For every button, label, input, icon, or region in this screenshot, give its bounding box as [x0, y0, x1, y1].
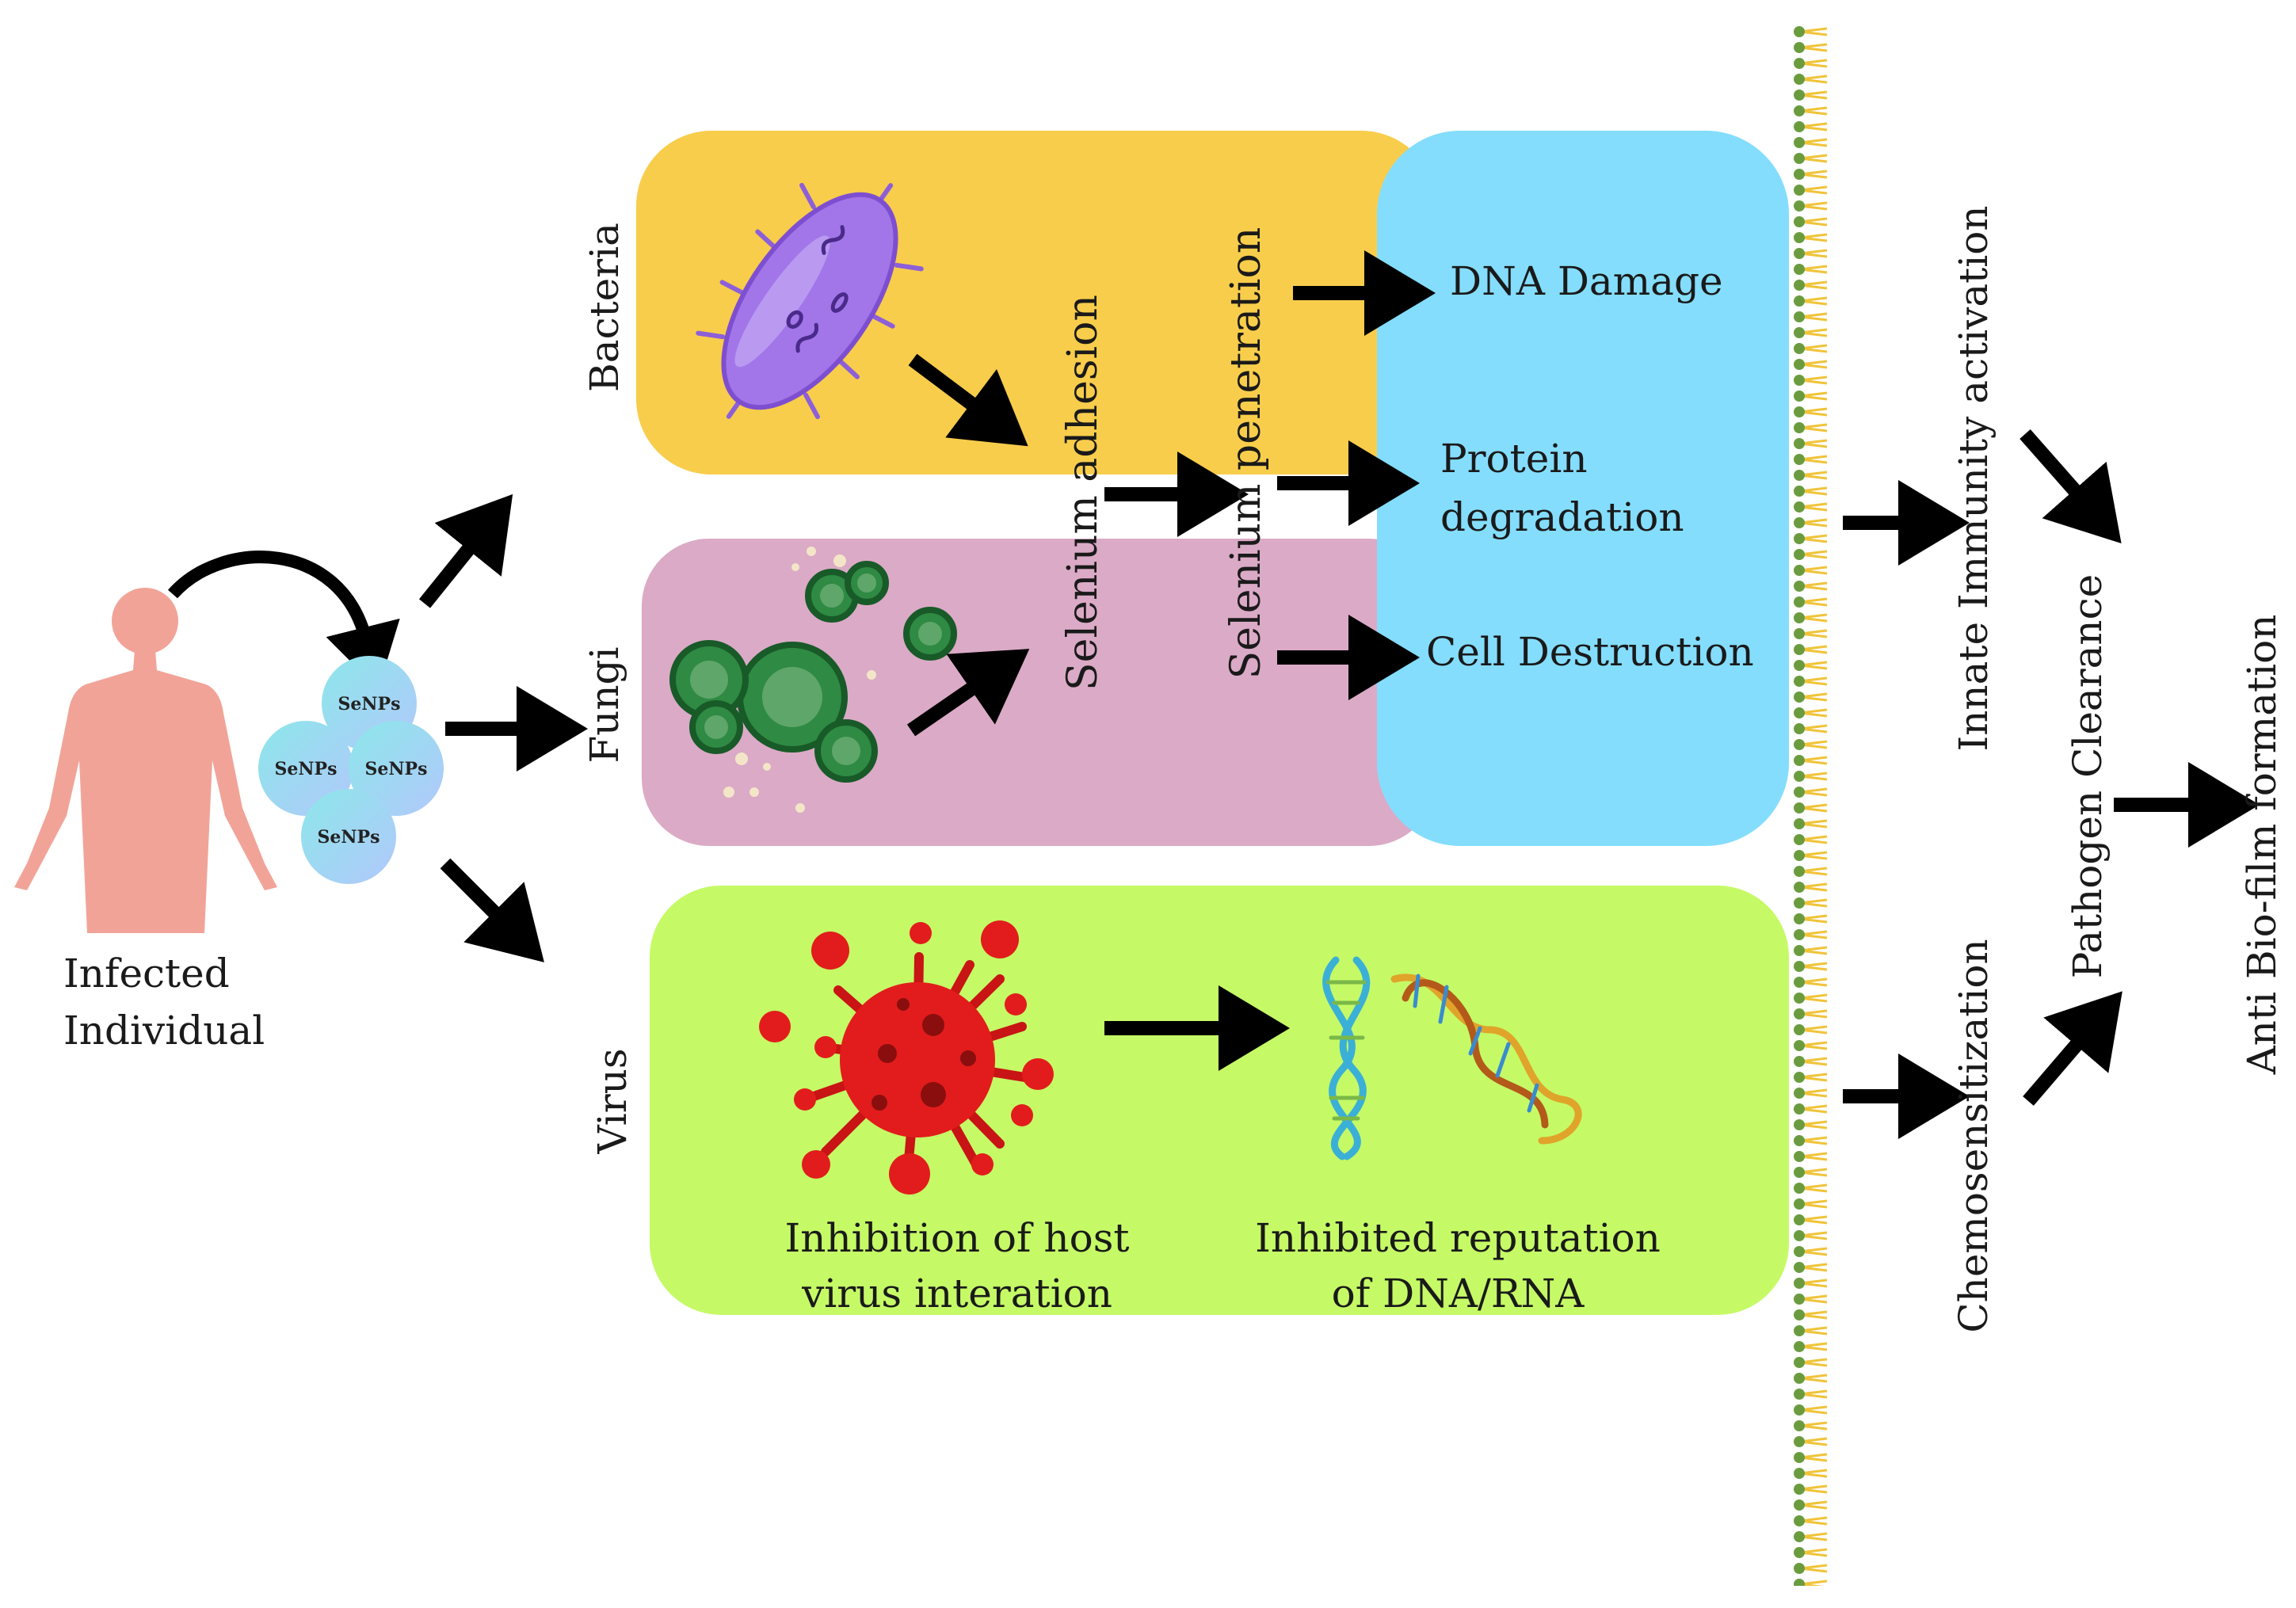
pathogen-clearance-label: Pathogen Clearance [2065, 574, 2111, 978]
anti-biofilm-label: Anti Bio-film formation [2239, 615, 2285, 1076]
dna-helix-icon [1322, 956, 1371, 1160]
protein-label-line1: Protein [1440, 436, 1588, 482]
arrow-to-virus [440, 858, 544, 962]
dna-damage-label: DNA Damage [1450, 258, 1723, 304]
nanoparticle-label: SeNPs [338, 694, 401, 714]
bacteria-label: Bacteria [582, 223, 627, 392]
selenium-penetration-label: Selenium penetration [1222, 227, 1270, 680]
dna-helix-icon [1390, 974, 1582, 1145]
arrow-bacteria-adhesion [908, 353, 1028, 447]
protein-label-line2: degradation [1440, 494, 1684, 540]
bacterium-icon [696, 182, 924, 420]
virus-label: Virus [589, 1049, 635, 1155]
innate-immunity-label: Innate Immunity activation [1951, 205, 1997, 751]
chemosensitization-label: Chemosensitization [1951, 939, 1997, 1332]
person-label-line2: Individual [63, 1008, 265, 1054]
nanoparticle-icon [349, 721, 444, 816]
nanoparticle-icon [301, 789, 396, 884]
fungus-icon [669, 561, 957, 783]
spore-dots [723, 547, 876, 813]
host-interaction-label-line2: virus interation [801, 1271, 1112, 1317]
human-figure-icon [14, 588, 277, 933]
fungi-label: Fungi [582, 646, 627, 763]
replication-label-line1: Inhibited reputation [1255, 1215, 1661, 1261]
cell-destruction-label: Cell Destruction [1426, 629, 1754, 675]
mechanism-panel [1377, 131, 1789, 846]
arrow-chemo-to-clearance [2023, 991, 2122, 1106]
nanoparticle-label: SeNPs [365, 759, 428, 779]
nanoparticle-label: SeNPs [318, 827, 380, 848]
arrow-fungi-adhesion [906, 649, 1030, 737]
person-label-line1: Infected [63, 951, 230, 996]
cell-membrane-icon [1792, 24, 1833, 1586]
arrow-to-bacteria [418, 493, 513, 608]
nanoparticle-label: SeNPs [275, 759, 338, 779]
host-interaction-label-line1: Inhibition of host [785, 1215, 1130, 1261]
replication-label-line2: of DNA/RNA [1332, 1271, 1585, 1317]
virus-icon [759, 920, 1054, 1195]
selenium-adhesion-label: Selenium adhesion [1059, 295, 1107, 691]
nanoparticle-icon [258, 721, 353, 816]
arrow-innate-to-clearance [2019, 429, 2122, 544]
nanoparticle-cluster: SeNPs SeNPs SeNPs SeNPs [258, 656, 444, 884]
curved-arrow-icon [168, 551, 400, 690]
